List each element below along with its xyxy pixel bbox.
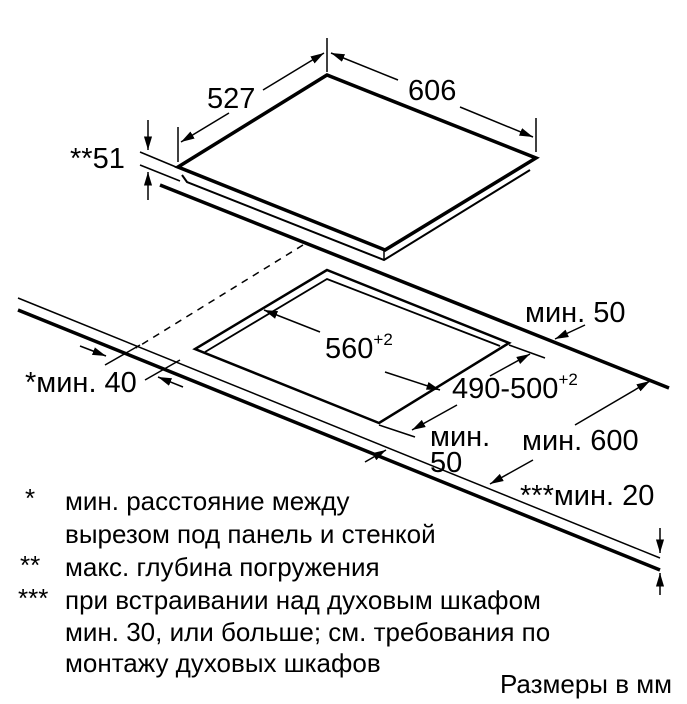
dim-cutout-width: 560+2 [325, 330, 393, 365]
dim-front-min-value: 50 [430, 447, 462, 479]
dim-hob-width: 606 [408, 75, 456, 107]
dim-cutout-depth: 490-500+2 [452, 370, 578, 405]
footnote-line: мин. 30, или больше; см. требования по [65, 617, 550, 647]
dimension-lines [79, 38, 665, 595]
footnote-line: монтажу духовых шкафов [65, 648, 381, 678]
units-note: Размеры в мм [500, 669, 672, 699]
dim-front-min-label: мин. [430, 421, 490, 453]
footnote-line: макс. глубина погружения [65, 552, 380, 582]
footnote-mark: ** [20, 550, 40, 580]
footnote-mark: *** [18, 583, 48, 613]
dim-hob-depth: 527 [207, 83, 255, 115]
dim-worktop-min: мин. 600 [522, 425, 639, 457]
dim-back-min: мин. 50 [525, 297, 626, 329]
footnote-line: мин. расстояние между [65, 486, 349, 516]
footnote-mark: * [25, 483, 35, 513]
dim-wall-min: *мин. 40 [25, 367, 137, 399]
cutout [192, 268, 512, 425]
footnote-line: при встраивании над духовым шкафом [65, 585, 541, 615]
dim-worktop-thickness: ***мин. 20 [520, 480, 654, 512]
wall-line-dashed [135, 244, 304, 349]
footnote-line: вырезом под панель и стенкой [65, 519, 436, 549]
worktop-front-top-edge [17, 297, 661, 559]
worktop-back-edge [159, 183, 670, 390]
dim-immersion-depth: **51 [70, 143, 125, 175]
hob [174, 73, 540, 262]
footnotes: * мин. расстояние между вырезом под пане… [18, 483, 550, 678]
